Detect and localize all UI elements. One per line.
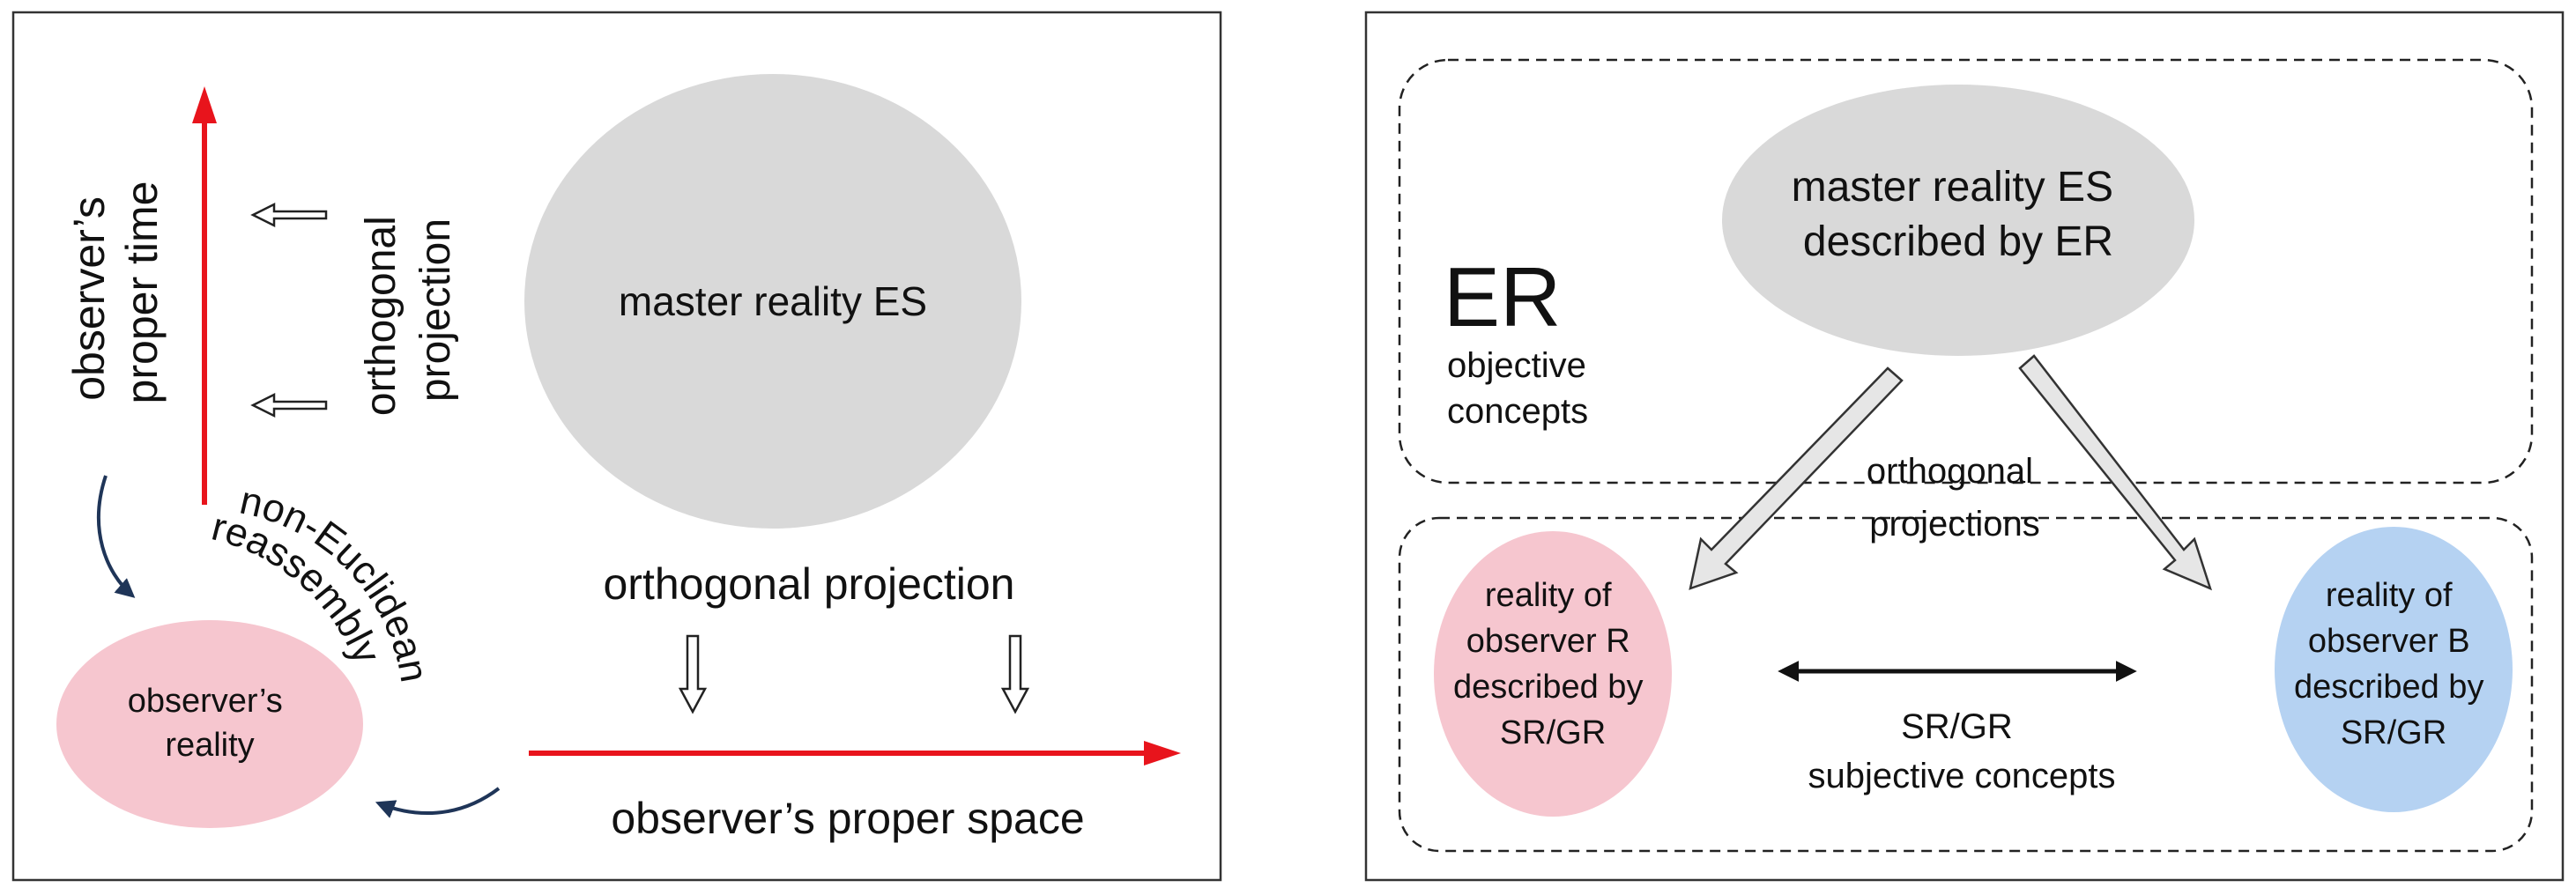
- observer-b-line3: described by: [2294, 669, 2483, 706]
- subjective-concepts-label: SR/GR subjective concepts: [1808, 707, 2115, 795]
- proper-space-axis: [529, 741, 1181, 766]
- orthogonal-projections-line1: orthogonal: [1867, 452, 2033, 491]
- orthogonal-projections-label: orthogonal projections: [1867, 452, 2043, 544]
- proper-time-label-line2: proper time: [117, 181, 167, 404]
- proper-time-arrowhead: [192, 86, 217, 123]
- er-heading: ER: [1444, 250, 1561, 344]
- master-reality-er-ellipse: [1722, 85, 2194, 356]
- observer-r-ellipse: [1434, 531, 1672, 817]
- projection-arrow-left-lower: [250, 392, 328, 418]
- space-to-reality-arrow: [375, 787, 501, 818]
- observer-r-line4: SR/GR: [1500, 714, 1606, 751]
- vertical-projection-line2: projection: [412, 218, 459, 402]
- subjective-concepts-line2: subjective concepts: [1808, 757, 2115, 795]
- time-to-reality-arrow: [97, 475, 136, 598]
- observer-r-line2: observer R: [1466, 623, 1630, 660]
- observer-r-line3: described by: [1453, 669, 1643, 706]
- proper-space-arrowhead: [1144, 741, 1181, 766]
- observer-r-label: reality of observer R described by SR/GR: [1453, 577, 1652, 751]
- srgr-region-dashed-box: [1398, 516, 2534, 853]
- subjective-concepts-line1: SR/GR: [1901, 707, 2013, 746]
- proper-time-label-line1: observer’s: [64, 196, 114, 401]
- observer-b-line4: SR/GR: [2341, 714, 2446, 751]
- observer-reality-line1: observer’s: [128, 683, 283, 720]
- proper-time-axis: [192, 86, 217, 505]
- projection-arrow-down-right: [1000, 634, 1030, 714]
- er-region-dashed-box: [1398, 58, 2534, 484]
- vertical-projection-line1: orthogonal: [358, 216, 405, 416]
- observer-b-line2: observer B: [2308, 623, 2470, 660]
- master-reality-er-line2: described by ER: [1803, 218, 2113, 265]
- left-panel: master reality ES observer’s proper time…: [11, 11, 1222, 882]
- master-reality-ellipse: [524, 74, 1021, 529]
- master-reality-er-line1: master reality ES: [1792, 164, 2113, 211]
- projection-arrow-down-left: [678, 634, 708, 714]
- proper-time-label: observer’s proper time: [64, 181, 167, 404]
- proper-space-label: observer’s proper space: [611, 794, 1084, 843]
- projection-arrow-left-upper: [250, 202, 328, 228]
- observer-reality-label: observer’s reality: [128, 683, 293, 764]
- orthogonal-projections-line2: projections: [1869, 505, 2039, 544]
- observer-r-line1: reality of: [1485, 577, 1612, 614]
- master-reality-label: master reality ES: [619, 278, 927, 324]
- observer-b-ellipse: [2275, 527, 2513, 812]
- observer-b-line1: reality of: [2326, 577, 2453, 614]
- er-concepts-line2: concepts: [1447, 392, 1588, 431]
- projection-arrow-to-observer-b: [2018, 354, 2213, 591]
- master-reality-er-label: master reality ES described by ER: [1792, 164, 2126, 265]
- observer-reality-line2: reality: [165, 727, 254, 764]
- observer-b-label: reality of observer B described by SR/GR: [2294, 577, 2493, 751]
- er-concepts-line1: objective: [1447, 346, 1586, 385]
- projection-arrow-to-observer-r: [1689, 366, 1904, 590]
- er-concepts-label: objective concepts: [1447, 346, 1596, 431]
- right-panel: master reality ES described by ER ER obj…: [1364, 11, 2565, 882]
- observer-reality-ellipse: [56, 620, 363, 828]
- vertical-projection-label: orthogonal projection: [358, 204, 459, 416]
- horizontal-projection-label: orthogonal projection: [604, 559, 1015, 609]
